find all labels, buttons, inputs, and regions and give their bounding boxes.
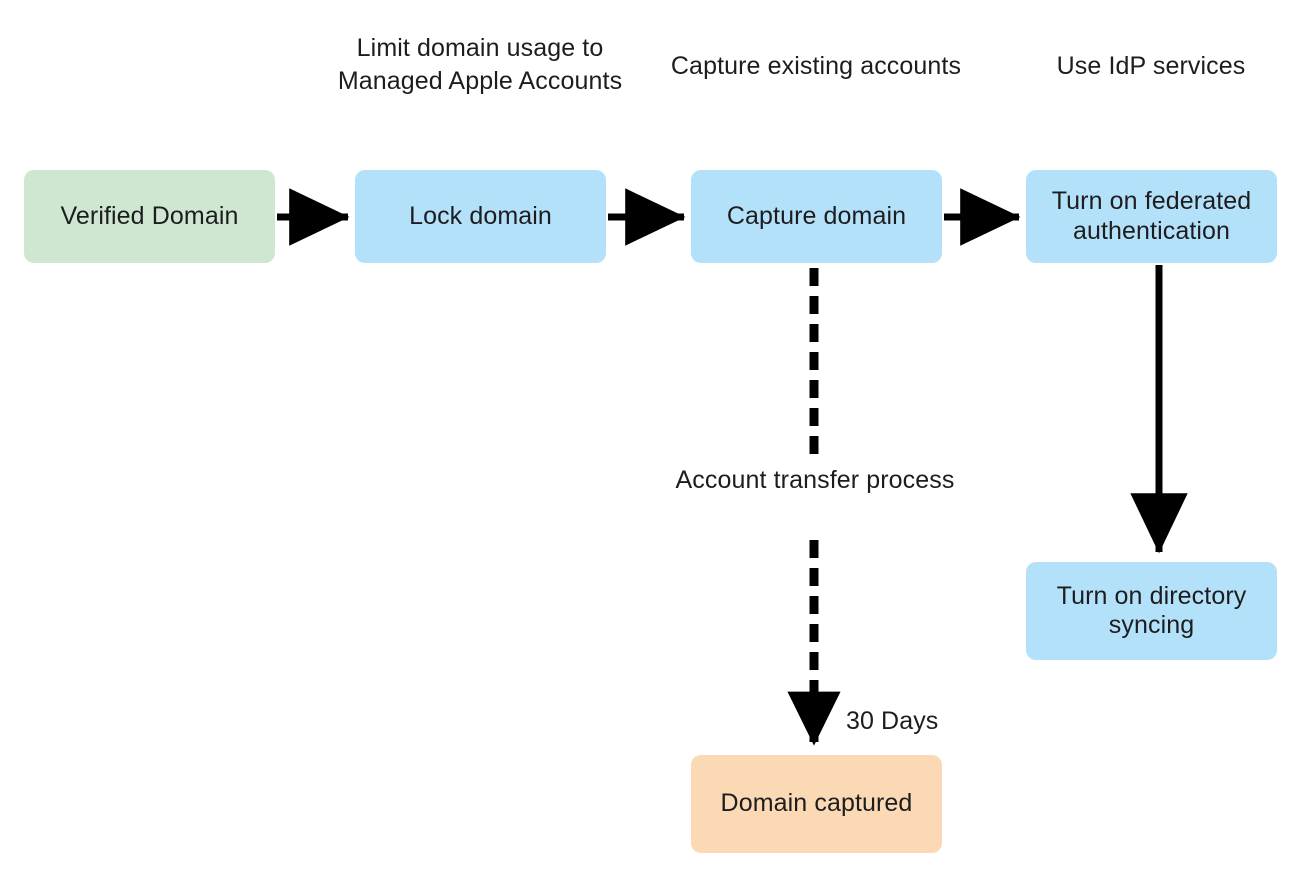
node-capture-domain[interactable]: Capture domain bbox=[691, 170, 942, 263]
caption-capture-domain: Capture existing accounts bbox=[670, 52, 962, 80]
node-verified-domain[interactable]: Verified Domain bbox=[24, 170, 275, 263]
caption-lock-domain: Limit domain usage to Managed Apple Acco… bbox=[337, 34, 623, 95]
node-turn-on-federated-authentication[interactable]: Turn on federated authentication bbox=[1026, 170, 1277, 263]
edge-label-account-transfer-process: Account transfer process bbox=[675, 466, 955, 494]
node-domain-captured[interactable]: Domain captured bbox=[691, 755, 942, 853]
node-turn-on-directory-syncing[interactable]: Turn on directory syncing bbox=[1026, 562, 1277, 660]
edge-label-30-days: 30 Days bbox=[846, 707, 939, 735]
node-lock-domain[interactable]: Lock domain bbox=[355, 170, 606, 263]
caption-federated-auth: Use IdP services bbox=[1056, 52, 1246, 80]
